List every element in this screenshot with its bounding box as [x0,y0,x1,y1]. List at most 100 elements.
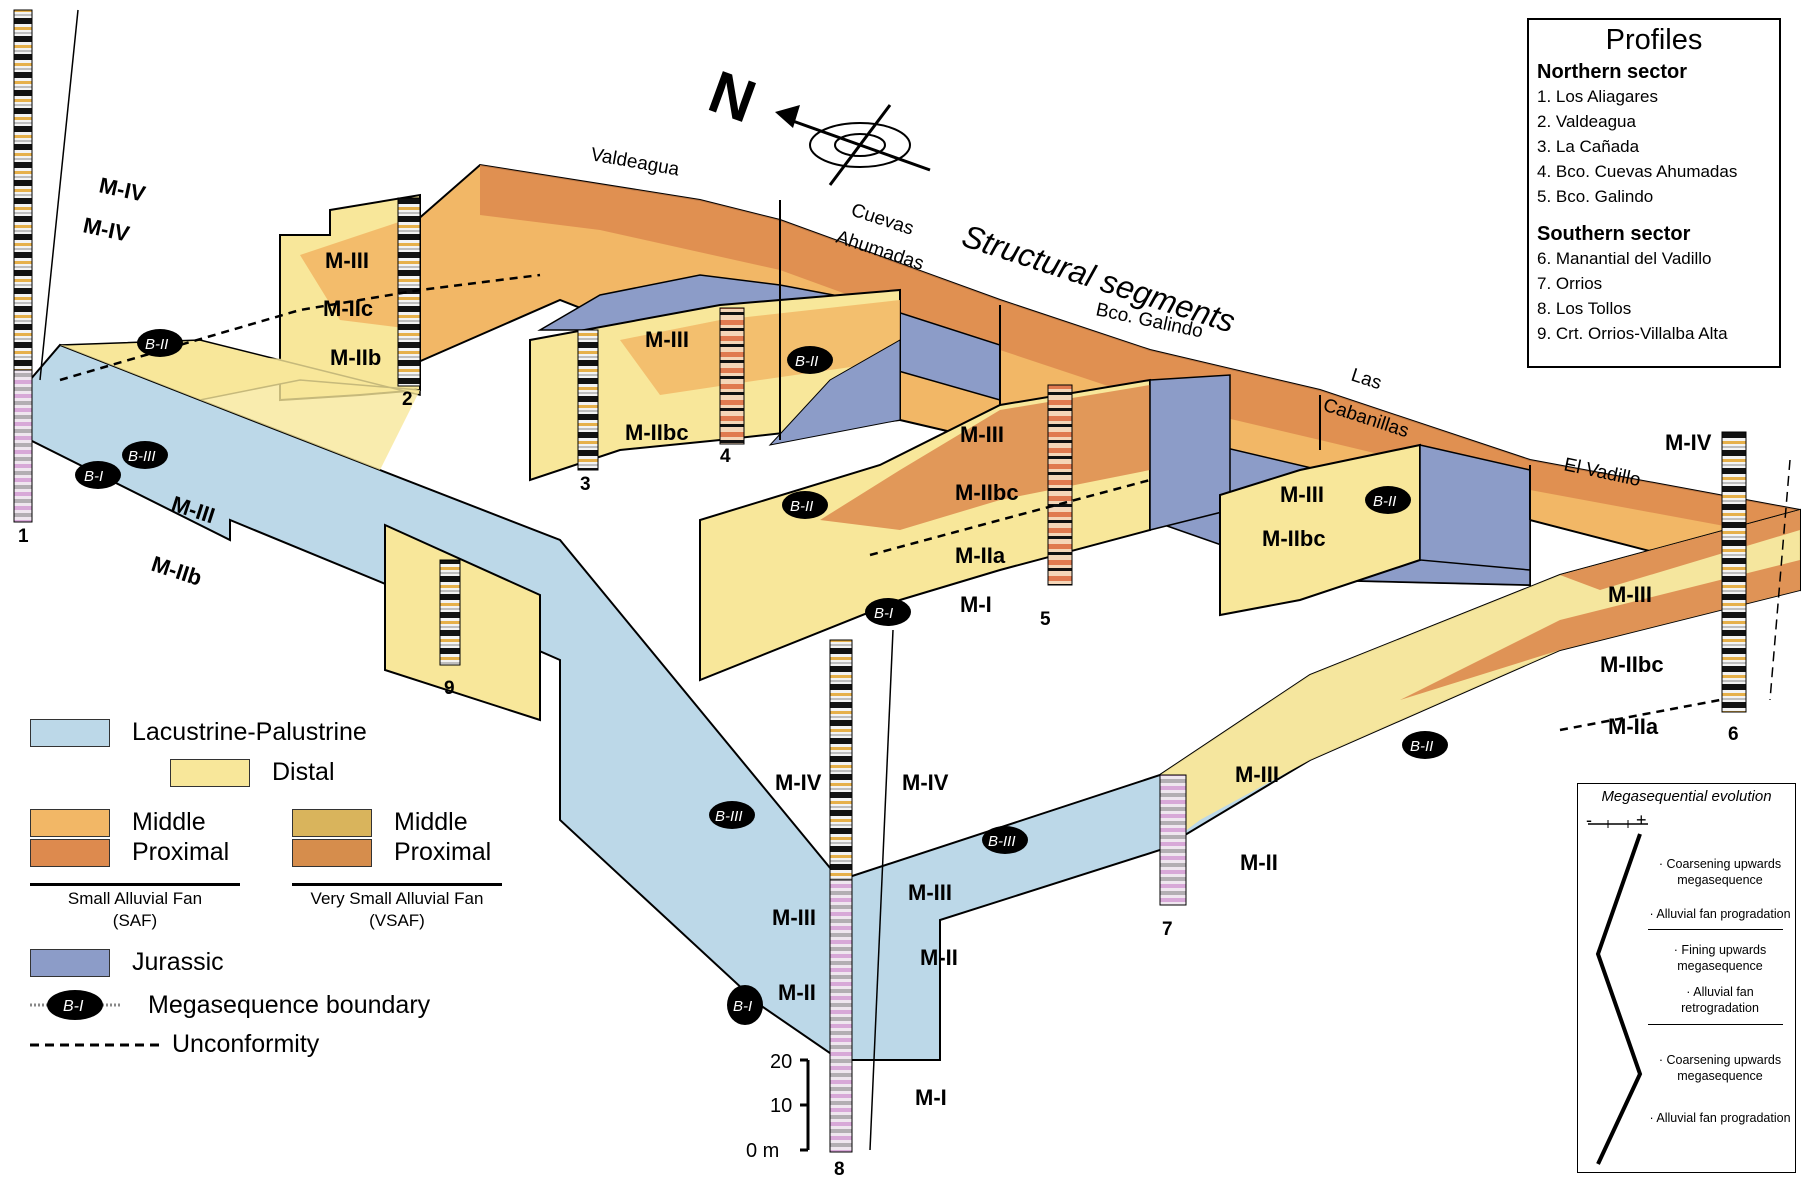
column-7 [1159,774,1187,906]
profile-item: 3. La Cañada [1537,137,1640,156]
unit-m2: M-II [1240,850,1278,875]
profile-item: 2. Valdeagua [1537,112,1636,131]
unit-m2bc: M-IIbc [1600,652,1664,677]
saf-caption: Small Alluvial Fan(SAF) [67,889,203,930]
unit-m4: M-IV [97,172,148,206]
southern-sector-title: Southern sector [1537,223,1691,245]
unit-m1: M-I [960,592,992,617]
unit-m3: M-III [645,327,689,352]
profile-number: 2 [402,389,413,410]
column-2 [397,197,421,387]
boundary-marker: B-II [137,329,183,357]
unit-m4: M-IV [81,212,132,246]
unit-m2bc: M-IIbc [1262,526,1326,551]
distal-swatch [170,758,250,787]
profile-item: 9. Crt. Orrios-Villalba Alta [1537,324,1728,343]
panel-9 [384,523,541,722]
evolution-curve [1588,820,1648,1165]
profile-item: 4. Bco. Cuevas Ahumadas [1537,162,1738,181]
profile-item: 8. Los Tollos [1537,299,1632,318]
profile-number: 8 [834,1159,845,1180]
profile-number: 1 [18,526,29,547]
boundary-marker: B-III [122,441,168,469]
svg-text:B-II: B-II [1410,738,1433,755]
boundary-marker: B-I [75,461,121,489]
saf-proximal-swatch [30,838,110,867]
unit-m1: M-I [915,1085,947,1110]
lacustrine-swatch [30,718,110,747]
boundary-marker: B-III [982,826,1028,854]
boundary-marker: B-II [1402,731,1448,759]
legend-saf-proximal: Proximal [30,838,229,867]
profile-number: 6 [1728,724,1739,745]
unit-m2b: M-IIb [148,551,205,591]
column-6 [1721,431,1747,713]
profile-number: 7 [1162,919,1173,940]
legend-saf-middle: Middle [30,808,206,837]
svg-text:0 m: 0 m [746,1140,779,1162]
profiles-box: Profiles Northern sector 1. Los Aliagare… [1527,18,1781,368]
unit-m2c: M-IIc [323,296,373,321]
boundary-marker: B-I [727,985,763,1025]
svg-text:B-I: B-I [733,998,752,1015]
unit-m2a: M-IIa [955,543,1006,568]
unit-m4: M-IV [902,770,949,795]
vsaf-caption: Very Small Alluvial Fan(VSAF) [310,889,484,930]
svg-text:B-II: B-II [795,353,818,370]
boundary-marker: B-II [787,346,833,374]
column-4 [719,307,745,445]
profile-item: 7. Orrios [1537,274,1603,293]
legend-vsaf-proximal: Proximal [292,838,491,867]
north-arrow-icon: N [701,58,931,186]
northern-sector-title: Northern sector [1537,61,1688,83]
legend: Lacustrine-Palustrine Distal Middle Prox… [30,718,550,1078]
unit-m3: M-III [325,248,369,273]
dashed-line-icon [30,1043,160,1046]
unit-m3: M-III [960,422,1004,447]
unit-m3: M-III [1608,582,1652,607]
svg-text:B-III: B-III [715,808,743,825]
svg-text:B-II: B-II [790,498,813,515]
saf-underline [30,883,240,886]
profile-number: 4 [720,446,731,467]
scale-bar: 20 10 0 m [746,1051,810,1162]
boundary-marker: B-III [709,801,755,829]
segment-valdeagua: Valdeagua [589,144,681,180]
vsaf-underline [292,883,502,886]
legend-vsaf-middle: Middle [292,808,468,837]
boundary-icon: B-I [30,990,120,1020]
unit-m2bc: M-IIbc [955,480,1019,505]
vsaf-middle-swatch [292,808,372,837]
profile-number: 5 [1040,609,1051,630]
svg-text:B-I: B-I [874,605,893,622]
megasequential-box: Megasequential evolution - + · Coarsenin… [1577,783,1796,1173]
boundary-marker: B-II [1365,486,1411,514]
column-3 [577,329,599,471]
compass-letter: N [701,58,765,136]
unit-m3: M-III [772,905,816,930]
unit-m2a: M-IIa [1608,714,1659,739]
north-rear-proximal [480,165,1800,540]
boundary-marker: B-II [782,491,828,519]
unit-m2bc: M-IIbc [625,420,689,445]
mega-text-2: · Alluvial fan progradation [1649,907,1791,921]
profile-number: 9 [444,678,455,699]
legend-distal: Distal [170,758,335,787]
unit-m3: M-III [1280,482,1324,507]
megasequential-title: Megasequential evolution [1601,788,1772,805]
svg-text:20: 20 [770,1051,792,1073]
boundary-marker: B-I [865,598,911,626]
unit-m3: M-III [908,880,952,905]
unit-m3: M-III [1235,762,1279,787]
profile-item: 5. Bco. Galindo [1537,187,1654,206]
profile-item: 6. Manantial del Vadillo [1537,249,1712,268]
unit-m4: M-IV [775,770,822,795]
svg-text:B-I: B-I [84,468,103,485]
unit-m4: M-IV [1665,430,1712,455]
saf-middle-swatch [30,808,110,837]
svg-text:B-III: B-III [988,833,1016,850]
